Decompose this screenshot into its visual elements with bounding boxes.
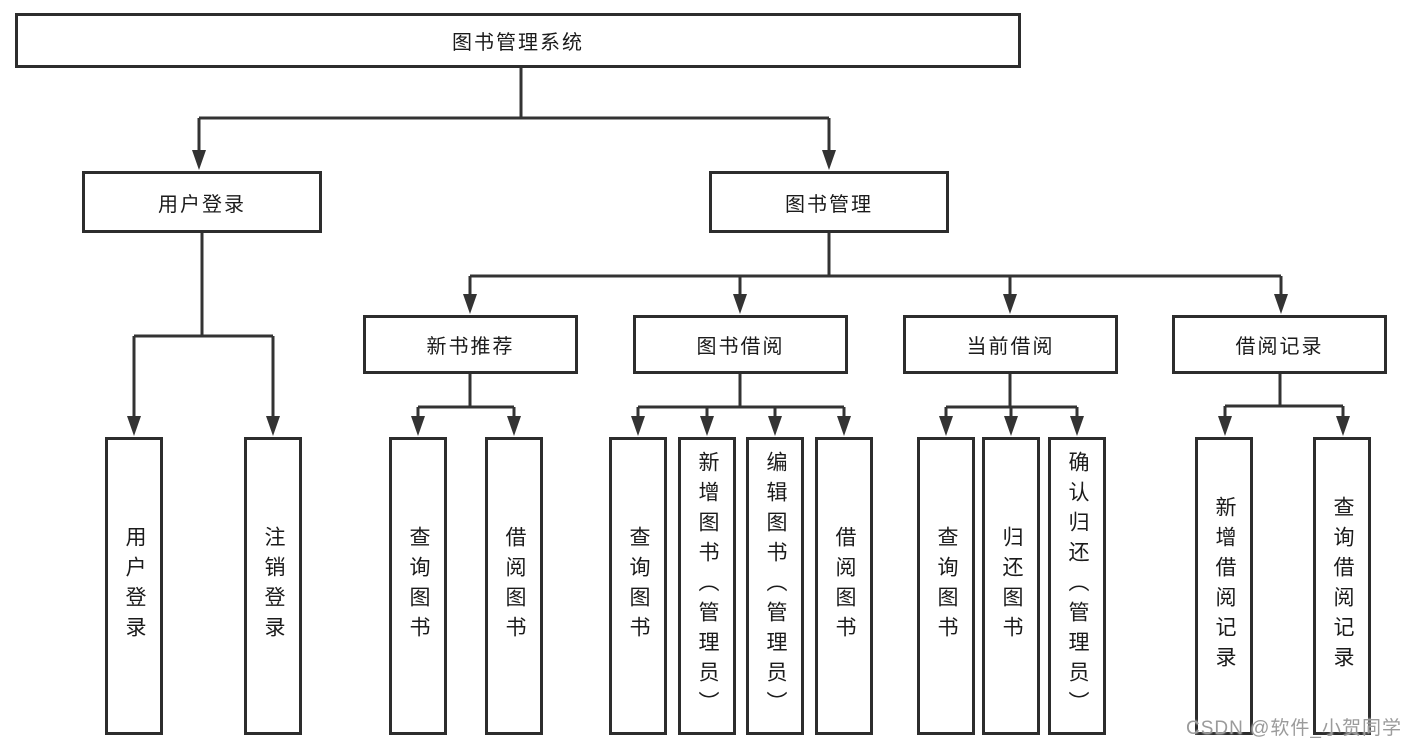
leaf-query-books-current: 查询图书 (917, 437, 975, 735)
node-book-borrow: 图书借阅 (633, 315, 848, 374)
leaf-logout: 注销登录 (244, 437, 302, 735)
csdn-watermark: CSDN @软件_小贺同学 (1186, 718, 1402, 739)
node-library-system: 图书管理系统 (15, 13, 1021, 68)
node-user-login-group: 用户登录 (82, 171, 322, 233)
arrowheads (127, 150, 1350, 436)
leaf-borrow-books-recommend: 借阅图书 (485, 437, 543, 735)
leaf-query-borrow-record: 查询借阅记录 (1313, 437, 1371, 735)
leaf-edit-book-admin: 编辑图书（管理员） (746, 437, 804, 735)
node-new-book-recommend: 新书推荐 (363, 315, 578, 374)
leaf-add-book-admin: 新增图书（管理员） (678, 437, 736, 735)
leaf-add-borrow-record: 新增借阅记录 (1195, 437, 1253, 735)
leaf-query-books-recommend: 查询图书 (389, 437, 447, 735)
node-book-management: 图书管理 (709, 171, 949, 233)
leaf-borrow-books: 借阅图书 (815, 437, 873, 735)
node-borrow-records: 借阅记录 (1172, 315, 1387, 374)
leaf-confirm-return-admin: 确认归还（管理员） (1048, 437, 1106, 735)
leaf-return-books: 归还图书 (982, 437, 1040, 735)
leaf-query-books-borrow: 查询图书 (609, 437, 667, 735)
node-current-borrow: 当前借阅 (903, 315, 1118, 374)
leaf-user-login: 用户登录 (105, 437, 163, 735)
